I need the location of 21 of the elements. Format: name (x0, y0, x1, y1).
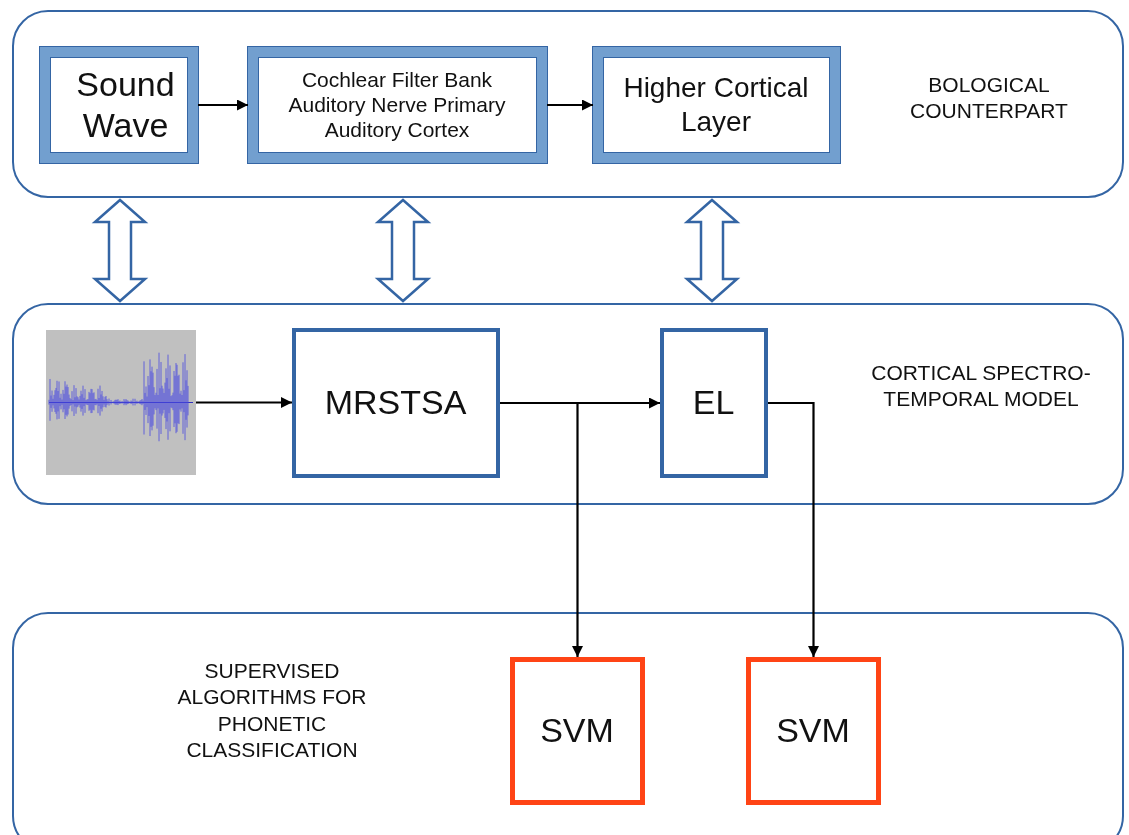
arrow (196, 397, 292, 408)
arrow (768, 401, 819, 657)
double-arrow (91, 198, 149, 303)
process-box: Higher Cortical Layer (592, 46, 840, 163)
waveform-picture (45, 329, 196, 475)
arrow (198, 99, 248, 111)
double-arrow (683, 198, 741, 303)
panel-heading: SUPERVISED ALGORITHMS FOR PHONETIC CLASSIFICATION (176, 658, 368, 763)
panel-heading: CORTICAL SPECTRO-TEMPORAL MODEL (870, 360, 1092, 413)
panel-heading: BOLOGICAL COUNTERPART (909, 72, 1069, 125)
process-box: Cochlear Filter Bank Auditory Nerve Primary Auditory Cortex (247, 46, 547, 163)
process-box: Sound Wave (39, 46, 198, 163)
process-box: SVM (509, 656, 645, 805)
double-arrow (374, 198, 432, 303)
panel (12, 612, 1124, 835)
panel (12, 303, 1124, 505)
process-box: SVM (745, 656, 881, 805)
panel (12, 10, 1124, 198)
arrow (547, 99, 593, 111)
process-box: EL (659, 327, 768, 478)
process-box: MRSTSA (291, 327, 500, 478)
